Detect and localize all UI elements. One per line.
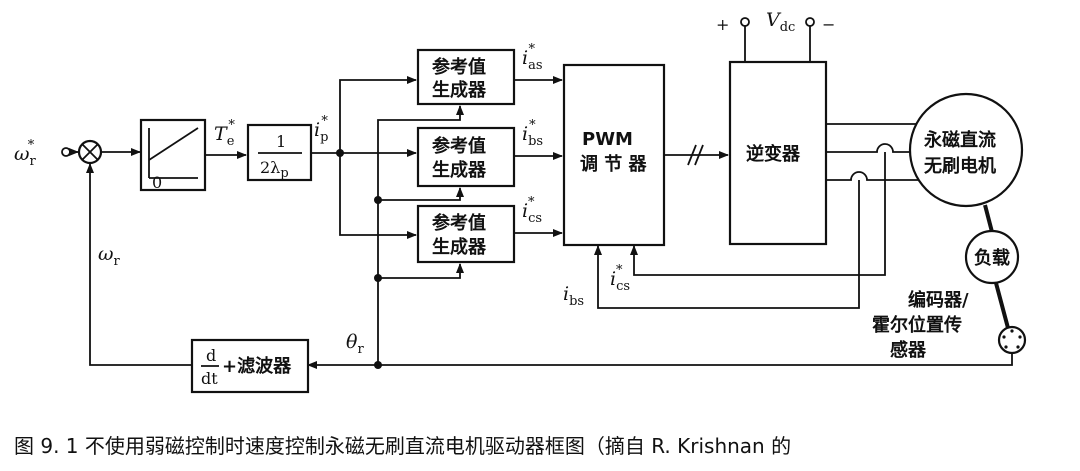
reference-generator-b: 参考值 生成器 bbox=[416, 126, 516, 188]
svg-text:参考值: 参考值 bbox=[432, 135, 486, 157]
block-diagram: ωr* 0 Te* 1 2λp ip* θr 参考值 生成器 bbox=[14, 9, 1027, 394]
ias-ref-label: ias* bbox=[522, 42, 543, 73]
summing-junction bbox=[77, 139, 103, 165]
svg-text:生成器: 生成器 bbox=[432, 159, 487, 181]
svg-text:+滤波器: +滤波器 bbox=[222, 355, 292, 377]
svg-text:生成器: 生成器 bbox=[432, 236, 487, 258]
theta-label: θr bbox=[346, 331, 364, 357]
svg-text:负载: 负载 bbox=[974, 247, 1010, 269]
speed-feedback-label: ωr bbox=[98, 243, 121, 269]
svg-text:调 节 器: 调 节 器 bbox=[580, 154, 648, 175]
dc-supply: + − Vdc bbox=[716, 9, 835, 62]
current-ref-label: ip* bbox=[314, 114, 328, 145]
reference-generator-c: 参考值 生成器 bbox=[416, 204, 516, 264]
gain-block: 1 2λp bbox=[246, 123, 313, 182]
ibs-feedback-label: ibs bbox=[563, 283, 584, 309]
svg-text:无刷电机: 无刷电机 bbox=[924, 155, 996, 177]
svg-text:永磁直流: 永磁直流 bbox=[923, 129, 996, 151]
limiter-block: 0 bbox=[139, 118, 207, 192]
svg-text:参考值: 参考值 bbox=[432, 212, 486, 234]
ibs-ref-label: ibs* bbox=[522, 118, 543, 149]
svg-text:编码器/: 编码器/ bbox=[908, 289, 969, 311]
svg-text:2λp: 2λp bbox=[260, 158, 289, 181]
svg-text:1: 1 bbox=[276, 132, 286, 151]
svg-text:ωr*: ωr* bbox=[14, 138, 37, 169]
svg-text:Vdc: Vdc bbox=[766, 9, 795, 35]
ics-ref-label: ics* bbox=[522, 195, 542, 226]
figure-caption: 图 9. 1 不使用弱磁控制时速度控制永磁无刷直流电机驱动器框图（摘自 R. K… bbox=[14, 434, 792, 458]
load-block: 负载 bbox=[964, 229, 1020, 285]
svg-text:生成器: 生成器 bbox=[432, 79, 487, 101]
svg-text:−: − bbox=[822, 15, 835, 34]
torque-ref-label: Te* bbox=[214, 118, 235, 149]
svg-text:+: + bbox=[716, 15, 729, 34]
svg-text:参考值: 参考值 bbox=[432, 56, 486, 78]
svg-text:d: d bbox=[206, 346, 216, 365]
pwm-regulator: PWM 调 节 器 bbox=[562, 63, 666, 247]
svg-text:0: 0 bbox=[152, 173, 162, 192]
position-sensor: 编码器/ 霍尔位置传 感器 bbox=[872, 289, 1027, 361]
reference-generator-a: 参考值 生成器 bbox=[416, 48, 516, 106]
svg-text:逆变器: 逆变器 bbox=[746, 143, 801, 165]
inverter-block: 逆变器 bbox=[728, 60, 828, 246]
svg-text:dt: dt bbox=[201, 369, 218, 388]
derivative-filter-block: d dt +滤波器 bbox=[190, 338, 310, 394]
ics-feedback-label: ics* bbox=[610, 263, 630, 294]
speed-reference-input: ωr* bbox=[14, 138, 71, 169]
pm-bldc-motor: 永磁直流 无刷电机 bbox=[908, 92, 1024, 208]
svg-text:PWM: PWM bbox=[582, 129, 633, 150]
svg-text:感器: 感器 bbox=[890, 339, 927, 361]
svg-text:霍尔位置传: 霍尔位置传 bbox=[872, 314, 962, 336]
